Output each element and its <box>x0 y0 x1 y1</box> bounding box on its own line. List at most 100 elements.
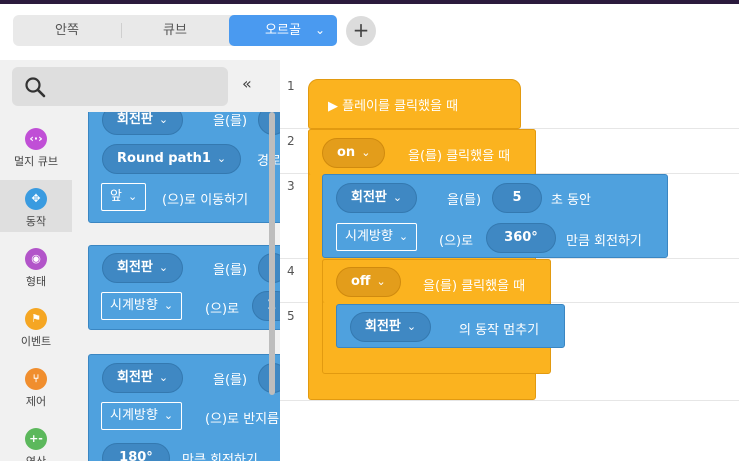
dropdown-value: 앞 <box>110 189 122 204</box>
category-label: 제어 <box>25 395 47 408</box>
block-text: ▶ 플레이를 클릭했을 때 <box>328 99 459 114</box>
block-palette-panel: ‹‹ ‹·› 멀지 큐브 ✥ 동작 ◉ 형태 ⚑ 이벤트 ⑂ 제어 +- 연산 … <box>0 60 280 461</box>
category-control[interactable]: ⑂ 제어 <box>0 360 72 412</box>
block-text: (으)로 이동하기 <box>162 193 249 208</box>
palette-direction-dropdown[interactable]: 앞⌄ <box>101 183 147 211</box>
palette-number-input[interactable]: 1 <box>252 291 280 321</box>
dropdown-value: Round path1 <box>117 151 211 166</box>
dropdown-value: 회전판 <box>365 319 401 334</box>
block-text: 을(를) <box>213 263 248 278</box>
block-text: 초 동안 <box>551 193 592 208</box>
line-number: 3 <box>287 179 295 193</box>
chevron-down-icon: ⌄ <box>163 299 174 312</box>
plus-minus-icon: +- <box>25 428 47 450</box>
number-value: 5 <box>512 190 522 205</box>
block-text: 을(를) 클릭했을 때 <box>423 279 526 294</box>
add-object-button[interactable]: + <box>346 16 376 46</box>
dropdown-value: off <box>351 274 371 289</box>
event-object-dropdown[interactable]: on ⌄ <box>322 138 386 168</box>
line-number: 5 <box>287 309 295 323</box>
palette-target-dropdown[interactable]: 회전판 ⌄ <box>102 253 184 283</box>
cube-icon: ‹·› <box>25 128 47 150</box>
chevron-down-icon: ⌄ <box>398 230 409 243</box>
grid-line <box>280 400 739 401</box>
angle-input[interactable]: 360° <box>486 223 556 253</box>
number-value: 180° <box>119 450 153 461</box>
block-text: 을(를) <box>213 373 248 388</box>
tab-label: 오르골 <box>265 23 301 38</box>
palette-blocks-area: 회전판⌄ 을(를) Round path1⌄ 경로 앞⌄ (으)로 이동하기 회… <box>72 112 280 461</box>
chevron-down-icon: ⌄ <box>392 191 403 204</box>
palette-direction-dropdown[interactable]: 시계방향 ⌄ <box>101 292 183 320</box>
block-text: (으)로 반지름 <box>205 412 280 427</box>
chevron-down-icon: ⌄ <box>216 152 227 165</box>
tab-label: 안쪽 <box>55 23 79 38</box>
palette-target-dropdown[interactable]: 회전판 ⌄ <box>102 112 184 135</box>
tab-cube[interactable]: 큐브 <box>121 15 229 46</box>
category-label: 연산 <box>0 453 72 461</box>
dropdown-value: 시계방향 <box>345 229 393 244</box>
collapse-panel-icon[interactable]: ‹‹ <box>242 74 252 93</box>
chevron-down-icon: ⌄ <box>158 261 169 274</box>
block-text: 을(를) 클릭했을 때 <box>408 149 511 164</box>
category-label: 멀지 큐브 <box>14 155 58 168</box>
target-dropdown[interactable]: 회전판 ⌄ <box>350 312 432 342</box>
dropdown-value: 회전판 <box>117 370 153 385</box>
target-dropdown[interactable]: 회전판 ⌄ <box>336 183 418 213</box>
category-label: 형태 <box>25 275 47 288</box>
dropdown-value: 회전판 <box>351 190 387 205</box>
dropdown-value: 회전판 <box>117 260 153 275</box>
branch-icon: ⑂ <box>25 368 47 390</box>
move-arrows-icon: ✥ <box>25 188 47 210</box>
code-editor-area: 1 2 3 4 5 ▶ 플레이를 클릭했을 때 on⌄ 을(를) 클릭했을 때 … <box>280 60 739 461</box>
dropdown-value: 시계방향 <box>110 408 158 423</box>
when-play-clicked-block[interactable] <box>308 79 521 129</box>
line-number: 4 <box>287 264 295 278</box>
palette-direction-dropdown[interactable]: 시계방향 ⌄ <box>101 402 183 430</box>
palette-angle-input[interactable]: 180° <box>102 443 170 461</box>
tab-music-box[interactable]: 오르골 ⌄ <box>229 15 337 46</box>
plus-icon: + <box>352 18 370 42</box>
category-multi-cube[interactable]: ‹·› 멀지 큐브 <box>0 120 72 172</box>
dropdown-value: 회전판 <box>117 112 153 127</box>
category-motion[interactable]: ✥ 동작 <box>0 180 72 232</box>
category-events[interactable]: ⚑ 이벤트 <box>0 300 72 352</box>
category-looks[interactable]: ◉ 형태 <box>0 240 72 292</box>
event-object-dropdown[interactable]: off ⌄ <box>336 267 401 297</box>
dropdown-value: 시계방향 <box>110 298 158 313</box>
palette-target-dropdown[interactable]: 회전판 ⌄ <box>102 363 184 393</box>
palette-scrollbar[interactable] <box>269 112 275 395</box>
block-text: 만큼 회전하기 <box>566 234 642 249</box>
chevron-down-icon: ⌄ <box>127 190 138 203</box>
chevron-down-icon: ⌄ <box>376 275 386 288</box>
number-value: 360° <box>504 230 538 245</box>
eye-icon: ◉ <box>25 248 47 270</box>
tab-inner[interactable]: 안쪽 <box>13 15 121 46</box>
block-text: (으)로 <box>439 234 474 249</box>
category-operators[interactable]: +- 연산 <box>0 420 72 461</box>
direction-dropdown[interactable]: 시계방향 ⌄ <box>336 223 418 251</box>
chevron-down-icon: ⌄ <box>158 371 169 384</box>
flag-icon: ⚑ <box>25 308 47 330</box>
chevron-down-icon: ⌄ <box>406 320 417 333</box>
chevron-down-icon: ⌄ <box>163 409 174 422</box>
block-text: 을(를) <box>447 193 482 208</box>
search-icon <box>25 77 46 98</box>
category-label: 동작 <box>25 215 47 228</box>
block-search-input[interactable] <box>12 67 228 106</box>
block-text: (으)로 <box>205 302 240 317</box>
block-text: 을(를) <box>213 114 248 129</box>
object-tab-bar: 안쪽 큐브 오르골 ⌄ <box>13 15 337 46</box>
category-list: ‹·› 멀지 큐브 ✥ 동작 ◉ 형태 ⚑ 이벤트 ⑂ 제어 +- 연산 <box>0 120 72 461</box>
chevron-down-icon: ⌄ <box>158 113 169 126</box>
palette-path-dropdown[interactable]: Round path1 ⌄ <box>102 144 242 174</box>
line-number: 2 <box>287 134 295 148</box>
tab-label: 큐브 <box>163 23 187 38</box>
seconds-input[interactable]: 5 <box>492 183 542 213</box>
block-text: 만큼 회전하기 <box>182 453 258 461</box>
block-text: 의 동작 멈추기 <box>459 323 540 338</box>
chevron-down-icon: ⌄ <box>361 146 371 159</box>
chevron-down-icon[interactable]: ⌄ <box>314 23 325 37</box>
dropdown-value: on <box>337 145 356 160</box>
category-label: 이벤트 <box>20 335 52 348</box>
